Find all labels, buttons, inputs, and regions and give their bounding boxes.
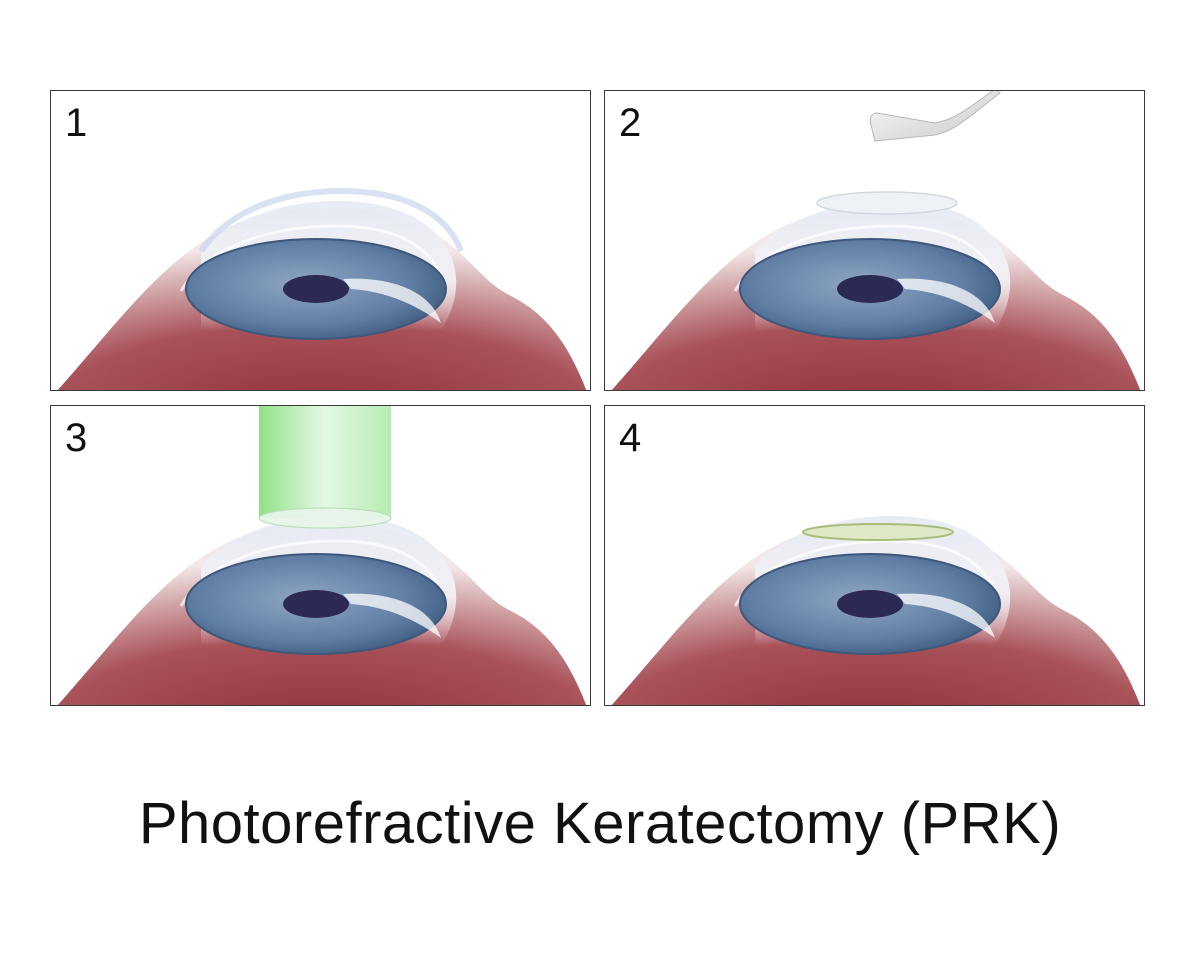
step-number-4: 4: [619, 416, 642, 460]
panel-step-1: 1: [50, 90, 591, 391]
step-number-2: 2: [619, 101, 642, 145]
spatula-icon: [869, 91, 1001, 142]
panel-step-2: 2: [604, 90, 1145, 391]
step-number-1: 1: [65, 101, 88, 145]
diagram-title: Photorefractive Keratectomy (PRK): [138, 791, 1062, 856]
eye-icon: [608, 191, 1143, 390]
panel-step-4: 4: [604, 405, 1145, 706]
panel-step-3: 3: [50, 405, 591, 706]
laser-beam-icon: [258, 406, 392, 529]
contact-lens-icon: [802, 523, 954, 541]
eye-icon: [54, 187, 589, 390]
step-number-3: 3: [65, 416, 88, 460]
